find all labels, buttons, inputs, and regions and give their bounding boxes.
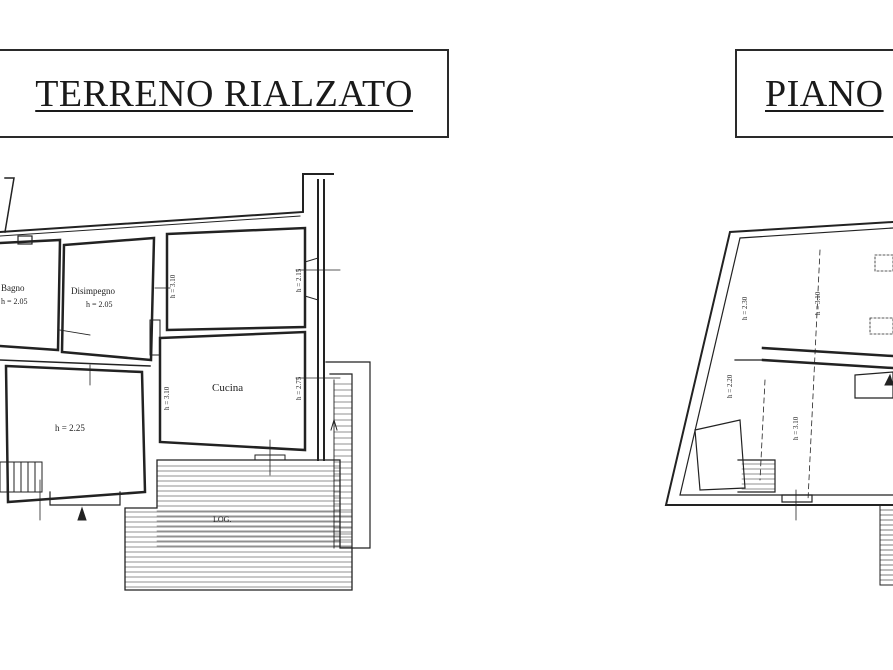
label-room-top-height: h = 3.10	[169, 274, 177, 298]
label-room-top-height-2: h = 2.15	[295, 268, 303, 292]
label-cucina: Cucina	[212, 382, 244, 394]
label-bagno: Bagno	[1, 283, 25, 293]
stair-left	[0, 461, 43, 493]
label-disimpegno: Disimpegno	[71, 286, 115, 296]
room-top-right	[165, 226, 307, 332]
terrace-loggia	[124, 459, 353, 591]
left-plan-title: TERRENO RIALZATO	[35, 72, 413, 115]
right-stair	[694, 419, 776, 493]
room-disimpegno	[60, 236, 156, 362]
label-cucina-height: h = 2.75	[295, 376, 303, 400]
label-right-h1: h = 2.30	[741, 296, 749, 320]
label-right-h3: h = 2.20	[726, 374, 734, 398]
right-floor-plan	[664, 220, 893, 586]
label-disimpegno-height: h = 2.05	[86, 300, 113, 309]
label-terrace: LOG.	[213, 515, 232, 524]
exterior-wall-top	[0, 173, 334, 234]
label-bagno-height: h = 2.05	[1, 297, 28, 306]
room-bagno	[0, 238, 62, 352]
label-right-h2: h = 3.10	[814, 291, 822, 315]
label-living-height: h = 2.25	[55, 423, 85, 433]
right-plan-title: PIANO	[765, 72, 884, 115]
exterior-wall-right	[317, 179, 325, 461]
right-plan-title-box: PIANO	[735, 49, 893, 138]
label-right-h4: h = 3.10	[792, 416, 800, 440]
right-exterior-outline	[664, 220, 893, 506]
left-floor-plan	[0, 173, 371, 591]
room-cucina	[158, 330, 307, 452]
room-living	[4, 364, 147, 504]
left-plan-title-box: TERRENO RIALZATO	[0, 49, 449, 138]
label-cucina-height-2: h = 3.10	[163, 386, 171, 410]
